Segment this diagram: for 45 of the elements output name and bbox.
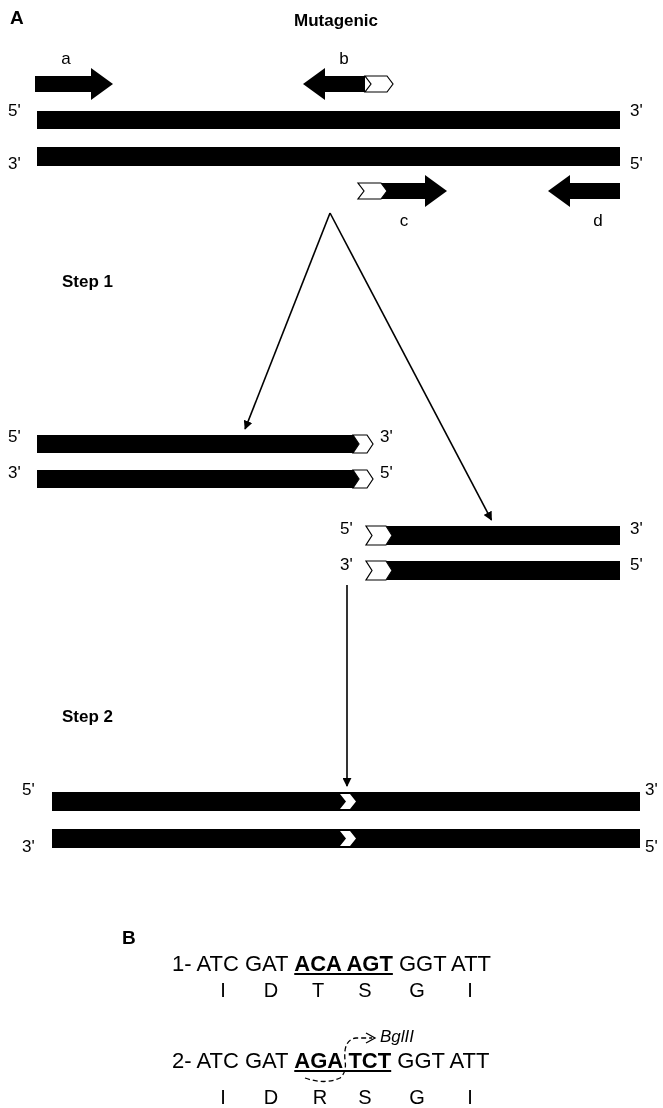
- primer-label: b: [339, 50, 349, 67]
- strand-end-label: 5': [645, 838, 658, 855]
- dna-sequence: 2- ATC GAT AGA TCT GGT ATT: [172, 1050, 490, 1072]
- arrow: [342, 584, 352, 787]
- step-label: Step 2: [62, 708, 114, 725]
- amino-acid: D: [263, 1087, 279, 1107]
- dna-sequence: 1- ATC GAT ACA AGT GGT ATT: [172, 953, 492, 975]
- amino-acid: I: [467, 980, 473, 1000]
- amino-acid: T: [311, 980, 325, 1000]
- amino-acid: D: [263, 980, 279, 1000]
- amino-acid: I: [220, 980, 226, 1000]
- dna-duplex: [52, 790, 642, 850]
- strand-end-label: 5': [630, 556, 643, 573]
- strand-end-label: 5': [380, 464, 393, 481]
- strand-end-label: 3': [340, 556, 353, 573]
- step-label: Step 1: [62, 273, 114, 290]
- strand-end-label: 3': [380, 428, 393, 445]
- amino-acid: G: [409, 1087, 425, 1107]
- strand-end-label: 5': [8, 102, 21, 119]
- arrow: [243, 212, 331, 430]
- primer-label: d: [593, 212, 603, 229]
- strand-end-label: 5': [630, 155, 643, 172]
- restriction-site-label: BglII: [380, 1028, 415, 1045]
- amino-acid: S: [358, 980, 372, 1000]
- primer-label: c: [399, 212, 409, 229]
- dna-duplex: [366, 524, 622, 582]
- strand-end-label: 3': [8, 155, 21, 172]
- amino-acid: R: [312, 1087, 328, 1107]
- arrow: [329, 212, 493, 521]
- amino-acid: S: [358, 1087, 372, 1107]
- amino-acid: I: [467, 1087, 473, 1107]
- strand-end-label: 5': [22, 781, 35, 798]
- strand-end-label: 5': [340, 520, 353, 537]
- strand-end-label: 3': [630, 520, 643, 537]
- amino-acid: I: [220, 1087, 226, 1107]
- panel-label: A: [10, 8, 24, 27]
- strand-end-label: 5': [8, 428, 21, 445]
- strand-end-label: 3': [645, 781, 658, 798]
- strand-end-label: 3': [22, 838, 35, 855]
- primer-label: a: [61, 50, 71, 67]
- amino-acid: G: [409, 980, 425, 1000]
- strand-end-label: 3': [8, 464, 21, 481]
- title: Mutagenic: [293, 12, 379, 29]
- strand-end-label: 3': [630, 102, 643, 119]
- panel-label: B: [122, 928, 136, 947]
